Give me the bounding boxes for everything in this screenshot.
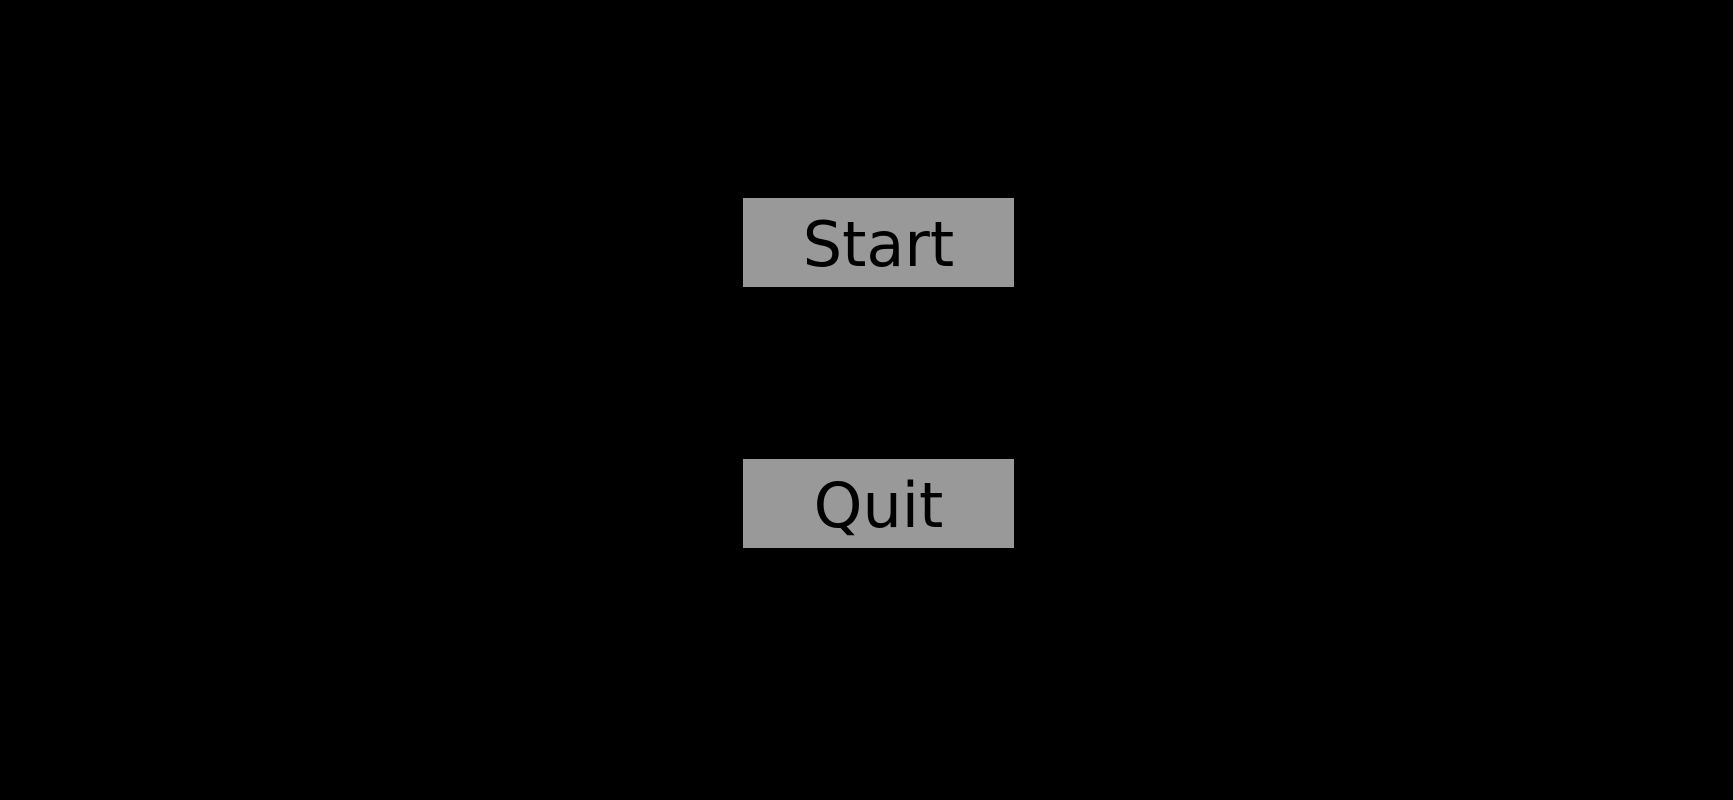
start-button-label: Start xyxy=(802,207,955,281)
start-button[interactable]: Start xyxy=(743,198,1014,287)
quit-button[interactable]: Quit xyxy=(743,459,1014,548)
quit-button-label: Quit xyxy=(813,468,944,542)
